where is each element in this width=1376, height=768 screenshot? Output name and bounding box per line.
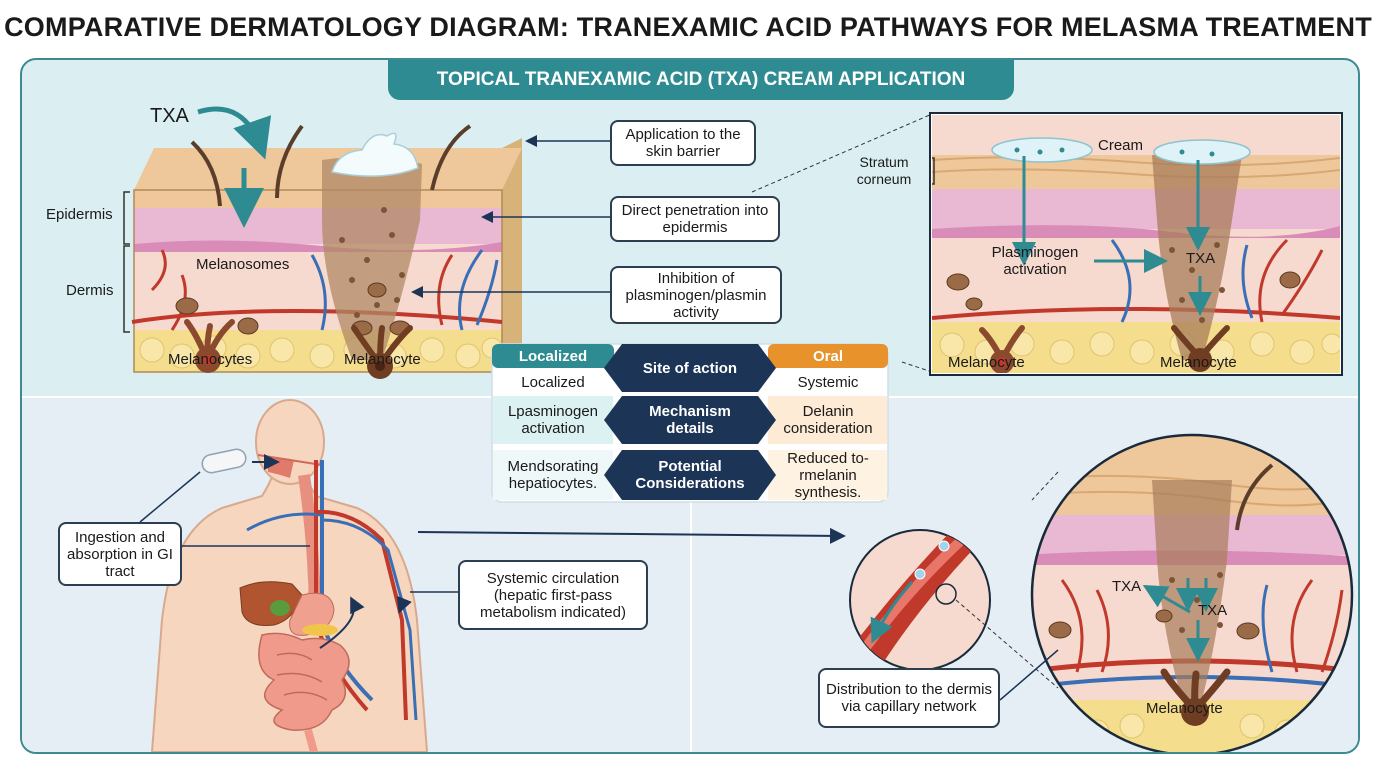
zoom-plasminogen-label: Plasminogen activation [991,244,1079,278]
step-application-box: Application to the skin barrier [610,120,756,166]
circulation-box: Systemic circulation (hepatic first-pass… [458,560,648,630]
step-inhibition-box: Inhibition of plasminogen/plasmin activi… [610,266,782,324]
comparison-panel: Localized Oral Localized Site of action … [492,344,888,502]
comparison-panel-shapes [491,343,889,503]
zoom-stratum-label: Stratum corneum [856,154,912,187]
skin-block-illustration [123,106,522,379]
txa-left-label: TXA [1112,578,1142,595]
comparison-row3-right: Reduced to-rmelanin synthesis. [787,449,869,501]
melanocytes-label: Melanocytes [168,351,253,368]
oral-melanocyte-label: Melanocyte [1146,700,1223,717]
comparison-row2-right: Delanin consideration [783,403,873,437]
comparison-right-header: Oral [812,347,843,365]
melanocyte-label: Melanocyte [344,351,421,368]
txa-right-label: TXA [1198,602,1228,619]
comparison-row1-right: Systemic [797,373,859,391]
zoom-melanocyte-left-label: Melanocyte [948,354,1025,371]
zoom-melanocyte-right-label: Melanocyte [1160,354,1237,371]
zoom-txa-label: TXA [1186,250,1216,267]
txa-label: TXA [150,105,189,127]
human-body-illustration [139,399,458,752]
diagram-artwork [123,106,1354,752]
zoom-panel-illustration [929,112,1343,376]
page-title: COMPARATIVE DERMATOLOGY DIAGRAM: TRANEXA… [4,12,1372,42]
dermis-circle-illustration [1030,433,1354,752]
blood-vessel-illustration [849,471,1059,689]
comparison-left-header: Localized [518,347,588,365]
zoom-cream-label: Cream [1098,137,1144,154]
topical-banner: TOPICAL TRANEXAMIC ACID (TXA) CREAM APPL… [388,60,1014,100]
epidermis-label: Epidermis [46,206,113,223]
comparison-row3-left: Mendsorating hepatiocytes. [507,458,599,492]
comparison-row1-left: Localized [521,373,585,391]
distribution-box: Distribution to the dermis via capillary… [818,668,1000,728]
section-divider [690,396,692,752]
comparison-row1-middle: Site of action [642,359,738,377]
ingestion-box: Ingestion and absorption in GI tract [58,522,182,586]
comparison-row2-left: Lpasminogen activation [507,403,599,437]
comparison-row2-middle: Mechanism details [649,403,731,437]
comparison-row3-middle: Potential Considerations [635,458,745,492]
step-penetration-box: Direct penetration into epidermis [610,196,780,242]
diagram-frame: TOPICAL TRANEXAMIC ACID (TXA) CREAM APPL… [20,58,1360,754]
dermis-label: Dermis [66,282,114,299]
melanosomes-label: Melanosomes [196,256,290,273]
